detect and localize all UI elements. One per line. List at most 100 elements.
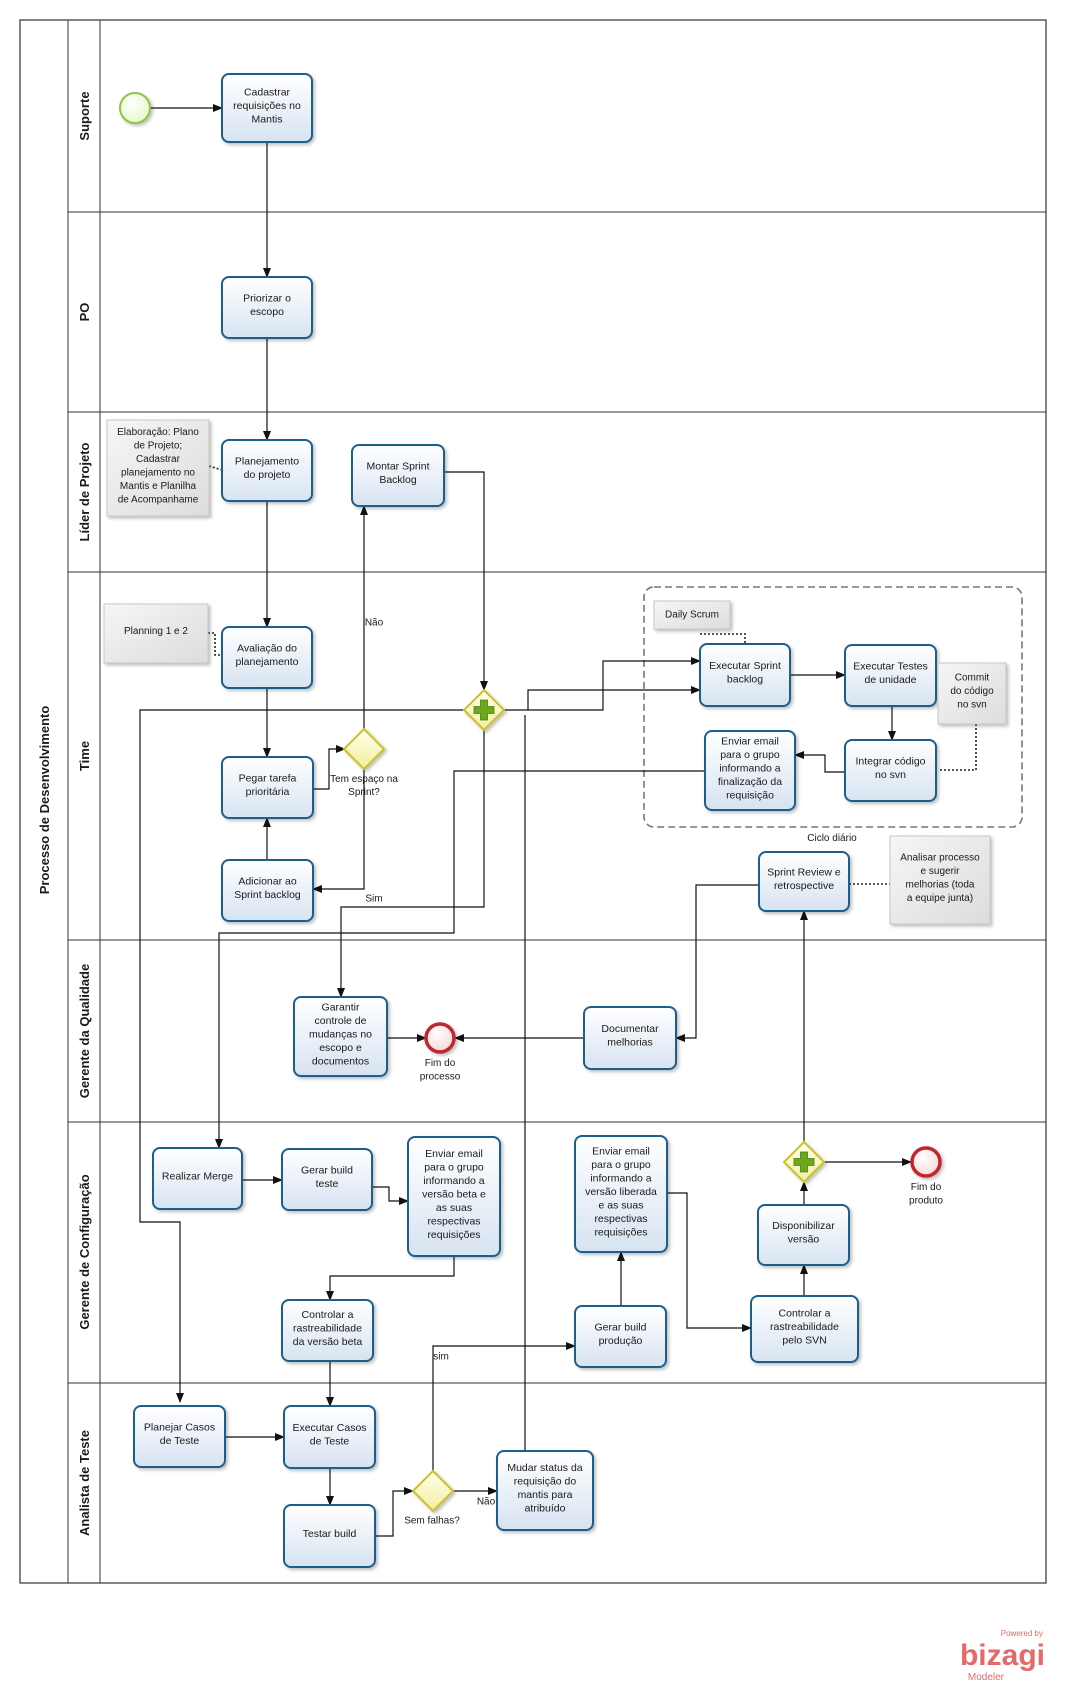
task-shape <box>704 730 796 811</box>
task-shape <box>281 1148 373 1211</box>
end-event-shape <box>910 1146 942 1178</box>
task-label: rastreabilidade <box>770 1321 839 1333</box>
flow-label: Não <box>365 618 384 629</box>
flow <box>527 686 701 710</box>
task-label: para o grupo <box>720 749 780 761</box>
task-shape <box>351 444 445 507</box>
annotation-text: planejamento no <box>121 467 195 478</box>
parallel-gateway-config[interactable] <box>782 1140 826 1184</box>
task-label: Sprint backlog <box>234 889 301 901</box>
task-disponibilizar[interactable]: Disponibilizar versão <box>757 1204 850 1266</box>
task-label: Gerar build <box>301 1165 353 1177</box>
task-label: escopo <box>250 306 284 318</box>
annotation-text: do código <box>950 686 994 697</box>
task-label: informando a <box>590 1172 651 1184</box>
annotation-shape <box>889 835 991 925</box>
task-label: Enviar email <box>425 1148 483 1160</box>
task-label: versão <box>788 1234 820 1246</box>
association <box>208 632 222 656</box>
flow-label: sim <box>433 1352 449 1363</box>
task-shape <box>699 643 791 707</box>
parallel-gateway-time[interactable] <box>462 688 506 732</box>
task-shape <box>574 1305 667 1368</box>
gateway-sem-falhas[interactable] <box>411 1469 455 1513</box>
task-label: para o grupo <box>591 1159 651 1171</box>
task-label: de Teste <box>310 1436 350 1448</box>
flow <box>794 751 845 773</box>
task-label: informando a <box>423 1175 484 1187</box>
lane-label: Analista de Teste <box>77 1430 92 1536</box>
start-event[interactable] <box>119 92 151 124</box>
bizagi-logo: Powered by bizagi Modeler <box>960 1629 1045 1683</box>
gateway-tem-espaco[interactable] <box>342 727 386 771</box>
task-label: mantis para <box>518 1489 573 1501</box>
association <box>938 724 977 771</box>
task-label: do projeto <box>244 469 291 481</box>
task-label: Mudar status da <box>507 1462 582 1474</box>
task-label: versão liberada <box>585 1186 657 1198</box>
task-shape <box>844 739 937 802</box>
annotation-text: de Projeto; <box>134 440 182 451</box>
task-label: produção <box>599 1335 643 1347</box>
task-label: finalização da <box>718 776 782 788</box>
task-shape <box>221 439 313 502</box>
task-testar-build[interactable]: Testar build <box>283 1504 376 1568</box>
task-realizar-merge[interactable]: Realizar Merge <box>152 1147 243 1210</box>
gateway-label: Sem falhas? <box>404 1516 460 1527</box>
task-label: Disponibilizar <box>772 1220 835 1232</box>
annotation-text: Daily Scrum <box>665 610 719 621</box>
annotation-planning: Planning 1 e 2 <box>103 603 209 664</box>
task-label: requisições <box>594 1226 647 1238</box>
task-shape <box>221 73 313 143</box>
pool-title: Processo de Desenvolvimento <box>37 706 52 895</box>
parallel-plus-icon <box>793 1151 815 1173</box>
task-label: Documentar <box>601 1023 659 1035</box>
task-shape <box>574 1135 668 1253</box>
task-label: Enviar email <box>721 735 779 747</box>
task-shape <box>133 1405 226 1468</box>
end-event-label: produto <box>909 1195 943 1206</box>
flow <box>139 709 464 1403</box>
task-label: Priorizar o <box>243 293 291 305</box>
task-label: para o grupo <box>424 1161 484 1173</box>
lane-label: PO <box>77 303 92 322</box>
annotation-text: no svn <box>957 700 986 711</box>
task-label: atribuído <box>525 1503 566 1515</box>
lane-label: Gerente da Qualidade <box>77 964 92 1098</box>
task-label: Sprint Review e <box>767 867 841 879</box>
annotation-shape <box>653 600 731 630</box>
task-label: Planejamento <box>235 456 299 468</box>
task-label: requisição <box>726 789 774 801</box>
brand-powered: Powered by <box>1001 1629 1043 1638</box>
parallel-plus-icon <box>473 699 495 721</box>
group-label: Ciclo diário <box>807 833 857 844</box>
task-label: retrospective <box>774 880 834 892</box>
